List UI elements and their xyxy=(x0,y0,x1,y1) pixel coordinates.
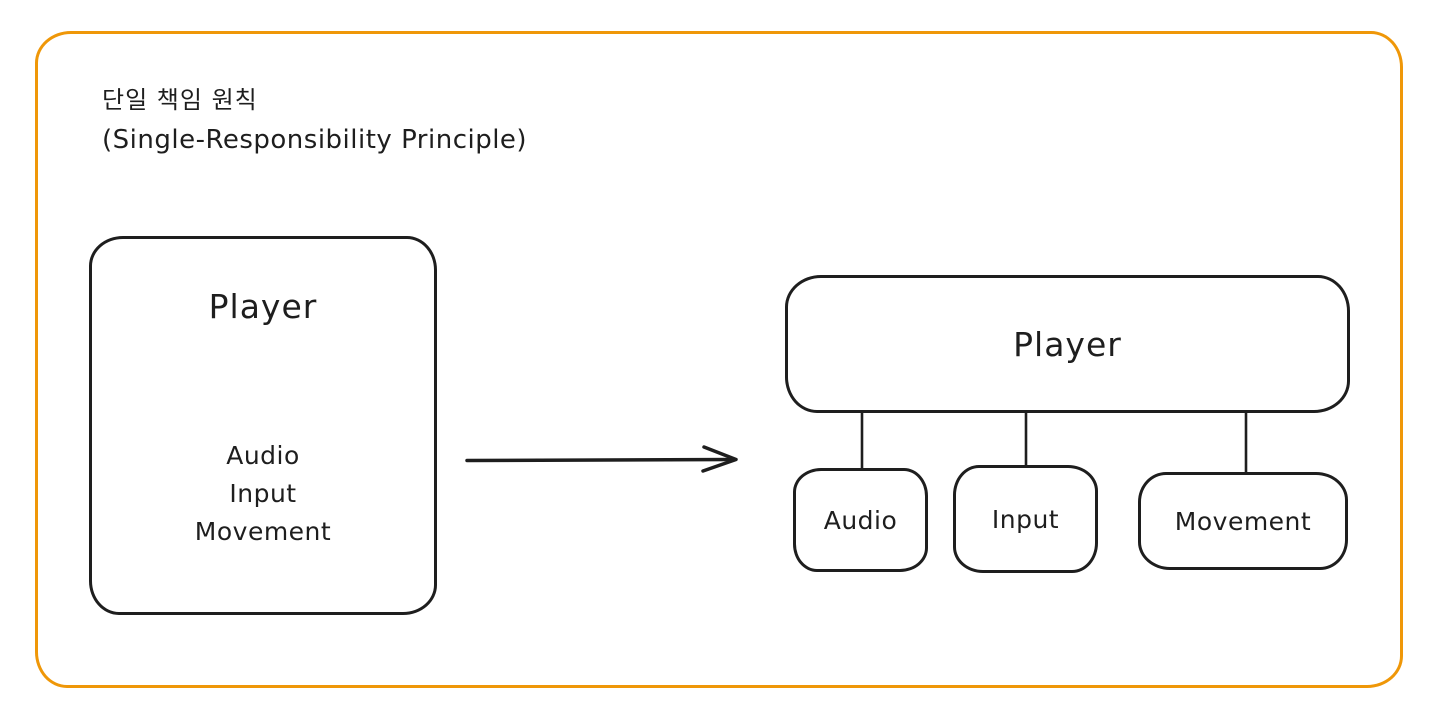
child-box-movement: Movement xyxy=(1138,472,1348,570)
before-player-box: Player Audio Input Movement xyxy=(89,236,437,615)
title-english: (Single-Responsibility Principle) xyxy=(102,125,528,155)
child-box-input: Input xyxy=(953,465,1098,573)
responsibility-item-movement: Movement xyxy=(194,517,332,546)
after-player-label: Player xyxy=(1013,324,1122,364)
before-player-label: Player xyxy=(208,287,318,326)
outer-frame xyxy=(35,31,1403,688)
child-input-label: Input xyxy=(991,504,1060,534)
child-audio-label: Audio xyxy=(823,505,898,535)
title-korean: 단일 책임 원칙 xyxy=(102,86,258,114)
responsibility-item-audio: Audio xyxy=(226,441,300,470)
child-movement-label: Movement xyxy=(1174,506,1312,536)
responsibility-list: Audio Input Movement xyxy=(92,437,434,551)
after-player-box: Player xyxy=(785,275,1350,413)
responsibility-item-input: Input xyxy=(229,479,297,508)
diagram-title: 단일 책임 원칙 (Single-Responsibility Principl… xyxy=(102,80,527,160)
child-box-audio: Audio xyxy=(793,468,928,572)
